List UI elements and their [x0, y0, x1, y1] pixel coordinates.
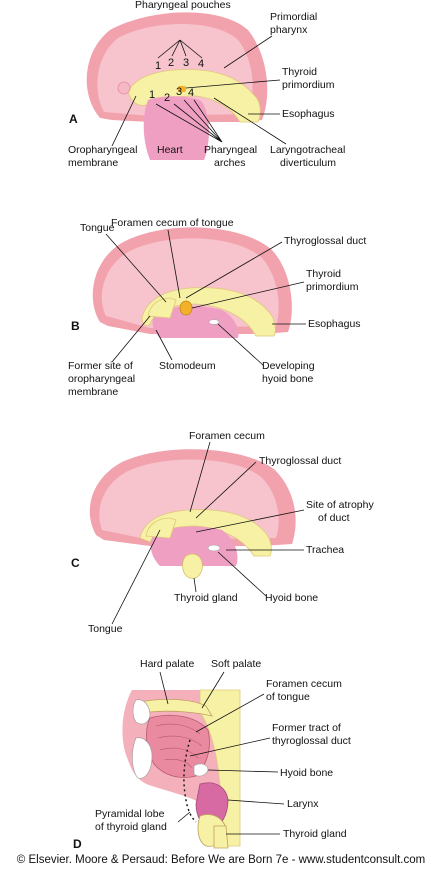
tongue-b [147, 297, 177, 319]
svg-text:3: 3 [176, 86, 182, 98]
label-former-site: Former site of oropharyngeal membrane [68, 360, 138, 398]
label-soft-palate: Soft palate [211, 658, 261, 670]
pouch-numbers: 1 2 3 4 [155, 57, 204, 72]
thyroglossal-tract-d [183, 739, 197, 823]
label-laryngotracheal-diverticulum: Laryngotracheal diverticulum [270, 144, 348, 169]
heart-c [150, 526, 238, 566]
label-foramen-cecum-of-tongue-d: Foramen cecum of tongue [266, 678, 345, 703]
svg-text:2: 2 [168, 57, 174, 69]
heart-a [143, 96, 209, 160]
label-hyoid-bone-c: Hyoid bone [265, 592, 318, 604]
heart-b [152, 306, 239, 338]
label-thyroid-gland-c: Thyroid gland [174, 592, 238, 604]
upper-jaw-d [132, 699, 151, 725]
panel-letter-d: D [73, 837, 82, 851]
label-thyroglossal-duct-c: Thyroglossal duct [259, 455, 341, 467]
svg-text:1: 1 [149, 89, 155, 101]
label-foramen-cecum-of-tongue-b: Foramen cecum of tongue [111, 217, 234, 229]
svg-text:3: 3 [183, 57, 189, 69]
label-pharyngeal-pouches: Pharyngeal pouches [135, 0, 231, 11]
label-oropharyngeal-membrane: Oropharyngeal membrane [68, 144, 140, 169]
panel-letter-b: B [71, 319, 80, 333]
label-esophagus-a: Esophagus [282, 108, 335, 120]
svg-text:4: 4 [188, 87, 194, 99]
svg-text:2: 2 [164, 92, 170, 104]
label-tongue-c: Tongue [88, 623, 123, 635]
label-stomodeum: Stomodeum [159, 360, 216, 372]
svg-text:1: 1 [155, 60, 161, 72]
label-heart: Heart [157, 144, 183, 156]
hyoid-c [207, 544, 221, 552]
panel-letter-c: C [71, 556, 80, 570]
hyoid-b [208, 319, 220, 325]
label-thyroid-gland-d: Thyroid gland [283, 828, 347, 840]
panel-d: Hard palate Soft palate Foramen cecum of… [73, 658, 351, 851]
label-pyramidal-lobe: Pyramidal lobe of thyroid gland [95, 808, 167, 833]
label-developing-hyoid-bone: Developing hyoid bone [262, 360, 317, 385]
panel-b: Foramen cecum of tongue Tongue Thyroglos… [68, 217, 366, 398]
tongue-c [145, 517, 177, 539]
thyroid-primordium-a [178, 86, 186, 92]
thyroid-primordium-b [179, 300, 193, 316]
label-site-of-atrophy: Site of atrophy of duct [306, 499, 377, 524]
trachea-d [213, 825, 229, 849]
panel-letter-a: A [69, 112, 78, 126]
palate-d [139, 698, 213, 717]
lower-jaw-d [132, 737, 153, 779]
label-thyroid-primordium-b: Thyroid primordium [306, 268, 359, 293]
panel-c: Foramen cecum Thyroglossal duct Site of … [71, 430, 377, 635]
label-former-tract: Former tract of thyroglossal duct [272, 722, 351, 747]
label-thyroglossal-duct-b: Thyroglossal duct [284, 235, 366, 247]
panel-a: Pharyngeal pouches 1 2 3 4 1 2 3 4 Primo… [68, 0, 348, 169]
hyoid-d [193, 763, 209, 777]
arch-numbers: 1 2 3 4 [149, 86, 194, 104]
label-thyroid-primordium-a: Thyroid primordium [282, 66, 335, 91]
label-hard-palate: Hard palate [140, 658, 194, 670]
label-pharyngeal-arches: Pharyngeal arches [204, 144, 260, 169]
eye-a [117, 81, 131, 95]
label-primordial-pharynx: Primordial pharynx [270, 11, 320, 36]
thyroid-gland-c [182, 553, 203, 579]
svg-text:4: 4 [198, 58, 204, 70]
label-hyoid-bone-d: Hyoid bone [280, 767, 333, 779]
label-trachea: Trachea [306, 544, 344, 556]
label-larynx: Larynx [287, 798, 319, 810]
copyright-notice: © Elsevier. Moore & Persaud: Before We a… [16, 854, 426, 866]
label-esophagus-b: Esophagus [308, 318, 361, 330]
label-tongue-b: Tongue [80, 222, 115, 234]
label-foramen-cecum-c: Foramen cecum [189, 430, 265, 442]
